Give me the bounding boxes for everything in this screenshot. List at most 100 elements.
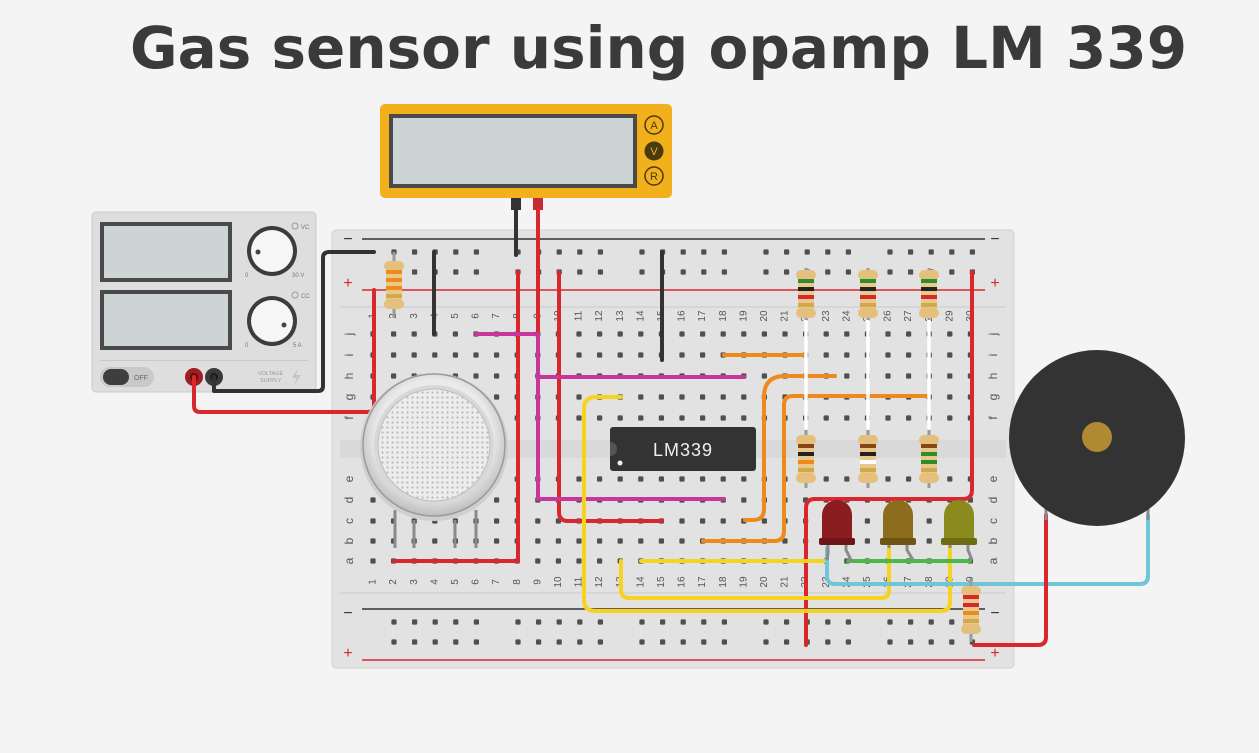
rail-hole[interactable]: [701, 639, 707, 645]
breadboard-hole[interactable]: [947, 394, 953, 400]
rail-hole[interactable]: [908, 269, 914, 275]
rail-hole[interactable]: [577, 269, 583, 275]
breadboard-hole[interactable]: [782, 538, 788, 544]
breadboard-hole[interactable]: [597, 476, 603, 482]
rail-hole[interactable]: [949, 619, 955, 625]
resistor-r3[interactable]: [858, 268, 878, 320]
rail-hole[interactable]: [515, 619, 521, 625]
breadboard-hole[interactable]: [535, 518, 541, 524]
led-red[interactable]: [819, 500, 855, 563]
breadboard-hole[interactable]: [700, 415, 706, 421]
breadboard-hole[interactable]: [370, 558, 376, 564]
rail-hole[interactable]: [391, 639, 397, 645]
breadboard-hole[interactable]: [452, 331, 458, 337]
breadboard-hole[interactable]: [885, 415, 891, 421]
multimeter-v-probe[interactable]: [533, 198, 543, 210]
rail-hole[interactable]: [597, 269, 603, 275]
rail-hole[interactable]: [536, 639, 542, 645]
breadboard-hole[interactable]: [658, 476, 664, 482]
rail-hole[interactable]: [887, 269, 893, 275]
breadboard-hole[interactable]: [494, 373, 500, 379]
breadboard-hole[interactable]: [885, 352, 891, 358]
breadboard-hole[interactable]: [679, 476, 685, 482]
rail-hole[interactable]: [453, 639, 459, 645]
breadboard-hole[interactable]: [741, 476, 747, 482]
rail-hole[interactable]: [515, 639, 521, 645]
breadboard-hole[interactable]: [658, 538, 664, 544]
rail-hole[interactable]: [412, 269, 418, 275]
breadboard-hole[interactable]: [761, 518, 767, 524]
breadboard-hole[interactable]: [617, 476, 623, 482]
rail-hole[interactable]: [597, 639, 603, 645]
breadboard-hole[interactable]: [844, 331, 850, 337]
rail-hole[interactable]: [556, 639, 562, 645]
breadboard-hole[interactable]: [617, 331, 623, 337]
rail-hole[interactable]: [660, 619, 666, 625]
rail-hole[interactable]: [639, 619, 645, 625]
breadboard-hole[interactable]: [906, 476, 912, 482]
resistor-r7[interactable]: [919, 430, 939, 488]
rail-hole[interactable]: [825, 619, 831, 625]
rail-hole[interactable]: [763, 639, 769, 645]
breadboard-hole[interactable]: [720, 331, 726, 337]
breadboard-hole[interactable]: [494, 352, 500, 358]
led-yellow-1[interactable]: [880, 500, 916, 561]
breadboard-hole[interactable]: [700, 331, 706, 337]
resistor-r6[interactable]: [858, 430, 878, 488]
breadboard-hole[interactable]: [885, 373, 891, 379]
breadboard-hole[interactable]: [617, 415, 623, 421]
rail-hole[interactable]: [556, 619, 562, 625]
breadboard-hole[interactable]: [638, 394, 644, 400]
breadboard-hole[interactable]: [844, 373, 850, 379]
breadboard-hole[interactable]: [700, 518, 706, 524]
breadboard-hole[interactable]: [535, 538, 541, 544]
rail-hole[interactable]: [969, 249, 975, 255]
breadboard-hole[interactable]: [494, 394, 500, 400]
rail-hole[interactable]: [949, 269, 955, 275]
multimeter-com-probe[interactable]: [511, 198, 521, 210]
supply-jumper-ic[interactable]: [557, 270, 664, 523]
supply-jumper-right[interactable]: [804, 270, 974, 647]
breadboard-hole[interactable]: [370, 497, 376, 503]
rail-hole[interactable]: [577, 619, 583, 625]
rail-hole[interactable]: [784, 269, 790, 275]
breadboard-hole[interactable]: [576, 352, 582, 358]
mode-voltmeter-button[interactable]: V: [644, 141, 664, 161]
rail-hole[interactable]: [804, 249, 810, 255]
breadboard-hole[interactable]: [576, 415, 582, 421]
buzzer-supply-wire[interactable]: [972, 513, 1048, 647]
breadboard-hole[interactable]: [576, 558, 582, 564]
orange-wire-2[interactable]: [743, 374, 837, 522]
breadboard-hole[interactable]: [555, 558, 561, 564]
breadboard-hole[interactable]: [864, 518, 870, 524]
breadboard-hole[interactable]: [391, 352, 397, 358]
gas-sensor-mq[interactable]: [360, 373, 508, 548]
rail-hole[interactable]: [845, 639, 851, 645]
breadboard-hole[interactable]: [638, 331, 644, 337]
rail-hole[interactable]: [887, 619, 893, 625]
rail-hole[interactable]: [639, 639, 645, 645]
rail-hole[interactable]: [680, 639, 686, 645]
breadboard-hole[interactable]: [411, 331, 417, 337]
yellow-wire-1[interactable]: [582, 395, 952, 613]
breadboard-hole[interactable]: [947, 373, 953, 379]
rail-hole[interactable]: [949, 639, 955, 645]
rail-hole[interactable]: [845, 249, 851, 255]
breadboard-hole[interactable]: [700, 394, 706, 400]
breadboard-hole[interactable]: [782, 331, 788, 337]
breadboard-hole[interactable]: [432, 352, 438, 358]
breadboard-hole[interactable]: [906, 415, 912, 421]
breadboard-hole[interactable]: [494, 518, 500, 524]
breadboard-hole[interactable]: [906, 352, 912, 358]
rail-hole[interactable]: [597, 249, 603, 255]
breadboard-hole[interactable]: [597, 331, 603, 337]
rail-hole[interactable]: [825, 639, 831, 645]
rail-hole[interactable]: [784, 619, 790, 625]
resistor-r1[interactable]: [384, 252, 404, 318]
breadboard-hole[interactable]: [617, 538, 623, 544]
breadboard-hole[interactable]: [679, 518, 685, 524]
breadboard-hole[interactable]: [658, 394, 664, 400]
orange-wire-3[interactable]: [701, 394, 930, 543]
rail-hole[interactable]: [556, 249, 562, 255]
rail-hole[interactable]: [412, 249, 418, 255]
